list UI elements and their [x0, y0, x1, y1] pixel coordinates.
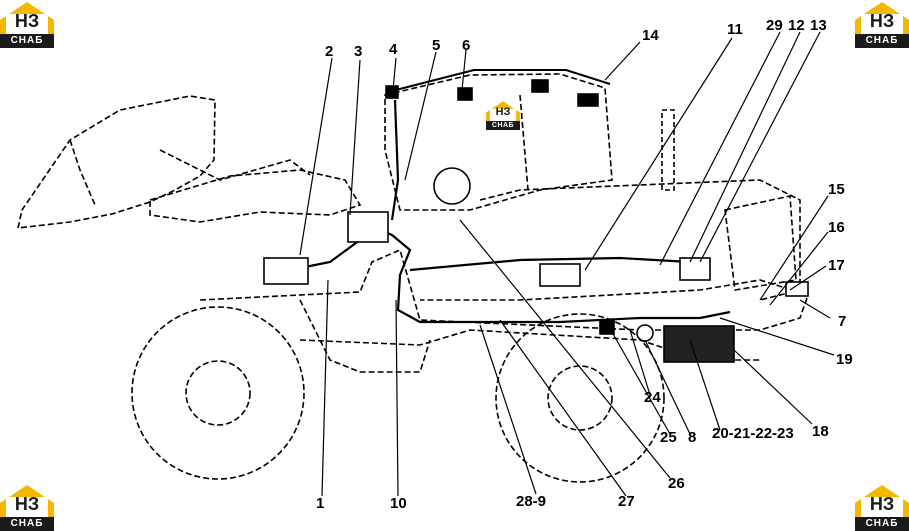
callout-17: 17	[828, 257, 845, 274]
controller-box	[347, 211, 389, 243]
logo-subtext: СНАБ	[0, 34, 54, 48]
callout-18: 18	[812, 423, 829, 440]
leader-20	[689, 339, 721, 431]
callout-5: 5	[432, 37, 440, 54]
leader-7	[799, 299, 831, 319]
callout-7: 7	[838, 313, 846, 330]
callout-13: 13	[810, 17, 827, 34]
leader-6	[461, 49, 467, 91]
logo-text: НЗ	[495, 106, 511, 118]
logo-top-right: НЗ СНАБ	[855, 0, 909, 48]
cab-light-2	[577, 93, 599, 107]
boom-link	[159, 149, 311, 181]
leader-27	[499, 319, 627, 497]
leader-3	[349, 59, 361, 216]
cab-outline	[384, 73, 613, 211]
leader-11	[584, 37, 733, 271]
cab-light-1	[531, 79, 549, 93]
logo-text: НЗ	[869, 494, 895, 514]
rear-harness	[409, 256, 691, 272]
callout-16: 16	[828, 219, 845, 236]
exhaust-stack	[661, 109, 675, 191]
leader-28	[479, 324, 537, 495]
front-wheel	[131, 306, 305, 480]
leader-19	[719, 317, 835, 356]
leader-25	[611, 331, 671, 435]
horn	[636, 324, 654, 342]
callout-25: 25	[660, 429, 677, 446]
logo-subtext: СНАБ	[855, 34, 909, 48]
callout-27: 27	[618, 493, 635, 510]
leader-16	[769, 231, 829, 306]
front-wheel-hub	[185, 360, 251, 426]
rear-wheel-hub	[547, 365, 613, 431]
front-axle-housing	[299, 299, 431, 373]
leader-8	[644, 339, 691, 435]
leader-2	[299, 57, 333, 256]
leader-24	[629, 329, 651, 396]
logo-text: НЗ	[14, 11, 40, 31]
callout-2: 2	[325, 43, 333, 60]
callout-4: 4	[389, 41, 398, 58]
callout-11: 11	[727, 21, 743, 38]
chassis-frame	[199, 248, 810, 331]
cab-light-3	[457, 87, 473, 101]
rear-wheel	[495, 313, 665, 483]
cab-light-4	[385, 85, 399, 99]
callout-26: 26	[668, 475, 685, 492]
callout-20-23: 20-21-22-23	[712, 425, 794, 442]
logo-bottom-right: НЗ СНАБ	[855, 483, 909, 531]
callout-8: 8	[688, 429, 696, 446]
logo-top-left: НЗ СНАБ	[0, 0, 54, 48]
leader-29	[659, 31, 781, 266]
logo-subtext: СНАБ	[486, 121, 520, 130]
callout-28-9: 28-9	[516, 493, 546, 510]
boom-arm	[149, 169, 362, 223]
callout-14: 14	[642, 27, 659, 44]
callout-15: 15	[828, 181, 845, 198]
upper-harness	[390, 99, 400, 221]
leader-14	[604, 41, 641, 81]
leader-15	[759, 195, 829, 301]
relay-block	[599, 319, 615, 335]
callout-10: 10	[390, 495, 407, 512]
alternator	[679, 257, 711, 281]
leader-26	[459, 219, 671, 479]
radiator-grille	[724, 195, 797, 291]
callout-1: 1	[316, 495, 324, 512]
callout-3: 3	[354, 43, 362, 60]
callout-24: 24	[644, 389, 661, 406]
cab-pillar	[519, 94, 529, 191]
logo-text: НЗ	[869, 11, 895, 31]
leader-13	[699, 31, 821, 263]
cab-roof	[387, 69, 611, 93]
callout-12: 12	[788, 17, 805, 34]
leader-1	[321, 279, 329, 497]
leader-18	[733, 349, 813, 425]
bucket-inner	[69, 139, 96, 206]
rear-lamp	[785, 281, 809, 297]
logo-subtext: СНАБ	[855, 517, 909, 531]
leader-12	[689, 31, 801, 263]
leader-10	[395, 299, 399, 497]
leader-17	[789, 265, 827, 291]
leader-4	[392, 57, 397, 91]
callout-6: 6	[462, 37, 470, 54]
callout-29: 29	[766, 17, 783, 34]
steering-unit	[433, 167, 471, 205]
starter-motor	[539, 263, 581, 287]
callout-19: 19	[836, 351, 853, 368]
logo-text: НЗ	[14, 494, 40, 514]
logo-center-watermark: НЗ СНАБ	[486, 100, 520, 130]
logo-subtext: СНАБ	[0, 517, 54, 531]
logo-bottom-left: НЗ СНАБ	[0, 483, 54, 531]
leader-5	[404, 51, 437, 181]
main-harness	[379, 228, 731, 324]
battery-box	[663, 325, 735, 363]
front-lamp	[263, 257, 309, 285]
